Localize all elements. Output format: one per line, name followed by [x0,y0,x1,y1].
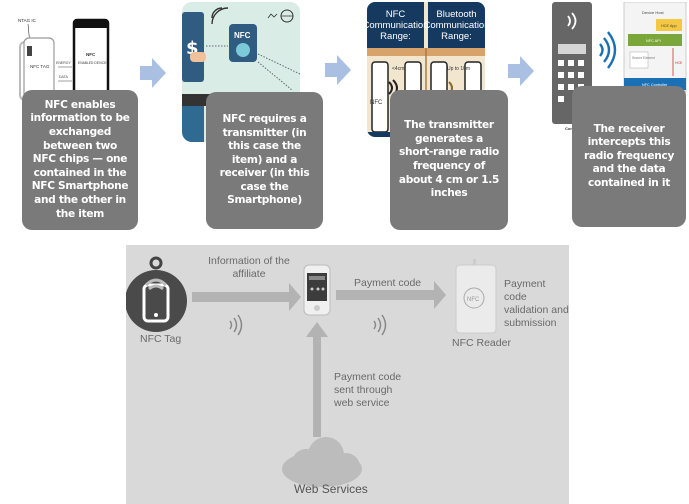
signal-icon-2 [373,314,387,336]
info-arrow [192,283,301,311]
nfc-enabled-device [72,18,110,100]
validation-label: Payment code validation and submission [504,278,569,329]
web-services-label: Web Services [294,482,368,496]
secure-element-label: Secure Element [632,56,655,60]
info-affiliate-label: Information of the affiliate [208,255,290,280]
nfc-payment-flow-panel: NFC NFC Tag Information of the affiliate… [126,245,569,504]
device-host-diagram [623,2,687,93]
device-label-1: NFC [86,52,96,57]
hce-app-label: HCE App [661,24,677,28]
flow-arrow-2 [325,55,351,85]
data-label: DATA [59,75,68,79]
step-1-caption: NFC enables information to be exchanged … [22,90,138,230]
cloud-icon [282,437,362,487]
step-4-caption-text: The receiver intercepts this radio frequ… [583,122,675,189]
phone-left-1 [371,61,389,133]
smartphone-icon [303,264,331,316]
device-host-label: Device Host [642,10,664,15]
nfc-tag-device-illustration: NTAG IC NFC TAG ENERGY DATA NFC ENABLED … [6,10,116,100]
svg-text:NFC: NFC [467,297,480,303]
web-service-arrow [306,322,328,437]
hce-side-label: HCE [675,61,683,65]
tag-ic-label: NTAG IC [18,18,37,23]
nfc-chip-label: NFC [234,31,251,40]
nfc-controller-label: NFC Controller [642,83,668,87]
nfc-tag-icon [126,256,187,332]
device-label-2: ENABLED DEVICE [78,61,107,65]
payment-code-arrow [336,281,446,309]
bluetooth-range-header: Bluetooth Communication Range: [424,2,485,48]
flow-arrow-3 [508,56,534,86]
web-service-label: Payment code sent through web service [334,371,402,409]
signal-icon-1 [229,314,243,336]
tag-label: NFC TAG [30,64,50,69]
bluetooth-distance-label: Up to 10m [447,66,470,72]
step-4-caption: The receiver intercepts this radio frequ… [572,86,686,227]
wifi-icon [211,7,229,25]
radio-wave-icon [599,31,617,69]
nfc-reader-icon: NFC [455,259,497,334]
nfc-tag-label: NFC Tag [140,333,182,345]
payment-code-label: Payment code [354,277,422,289]
step-3-caption-text: The transmitter generates a short-range … [398,119,500,200]
smartphone-icon [182,12,204,82]
nfc-api-label: NFC API [646,39,661,43]
nfc-distance-label: <4cm [392,66,404,72]
step-2-caption-text: NFC requires a transmitter (in this case… [219,112,310,207]
step-3-caption: The transmitter generates a short-range … [390,90,508,230]
nfc-reader-label: NFC Reader [452,337,511,349]
phone-nfc-label: NFC [370,100,383,106]
step-1-caption-text: NFC enables information to be exchanged … [30,98,130,220]
energy-label: ENERGY [56,61,71,65]
step-2-caption: NFC requires a transmitter (in this case… [206,92,323,229]
nfc-range-header: NFC Communication Range: [367,2,429,48]
flow-arrow-1 [140,58,166,88]
